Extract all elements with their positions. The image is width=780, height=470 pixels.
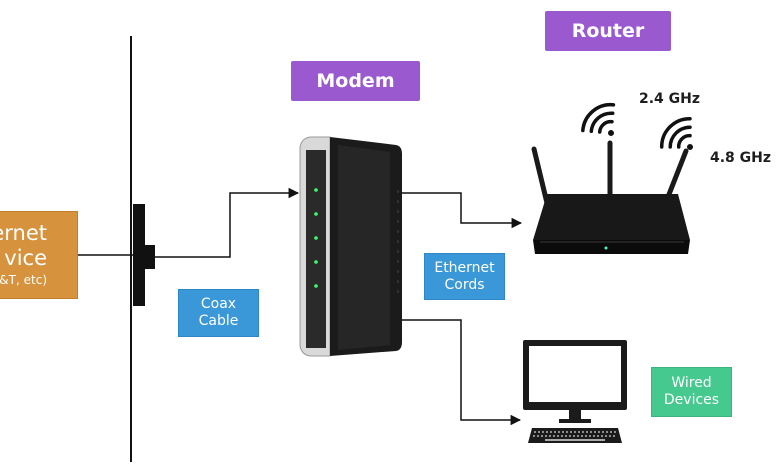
keyboard-icon xyxy=(528,428,622,443)
ethernet-line-router xyxy=(400,192,523,229)
coax-line xyxy=(155,187,300,258)
wired-devices-line1: Wired xyxy=(671,375,712,391)
computer-monitor-icon xyxy=(523,340,627,423)
coax-cable-line2: Cable xyxy=(198,313,239,329)
wifi-signal-icon xyxy=(659,116,693,150)
router-label: Router xyxy=(571,20,645,42)
internet-service-line2: vice xyxy=(4,246,47,270)
ethernet-line-computer xyxy=(400,319,522,426)
modem-device-icon xyxy=(299,136,402,357)
coax-cable-line1: Coax xyxy=(200,296,237,312)
internet-service-box: ernet vice AT&T, etc) xyxy=(0,211,78,299)
wall-outlet xyxy=(133,204,145,306)
wired-devices-box: Wired Devices xyxy=(651,367,732,417)
ethernet-cords-line1: Ethernet xyxy=(434,259,495,276)
router-label-box: Router xyxy=(545,11,671,51)
internet-service-line1: ernet xyxy=(0,221,47,245)
wired-devices-line2: Devices xyxy=(663,392,720,408)
ethernet-cords-line2: Cords xyxy=(444,276,485,293)
freq-2-4-label: 2.4 GHz xyxy=(639,91,701,107)
modem-label-box: Modem xyxy=(291,61,420,101)
freq-4-8-label: 4.8 GHz xyxy=(710,150,772,166)
wifi-signal-icon xyxy=(581,102,616,136)
router-device-icon xyxy=(531,140,690,254)
modem-label: Modem xyxy=(316,70,395,92)
internet-service-line3: AT&T, etc) xyxy=(0,273,47,287)
ethernet-cords-box: Ethernet Cords xyxy=(424,253,505,300)
coax-cable-box: Coax Cable xyxy=(178,289,259,337)
